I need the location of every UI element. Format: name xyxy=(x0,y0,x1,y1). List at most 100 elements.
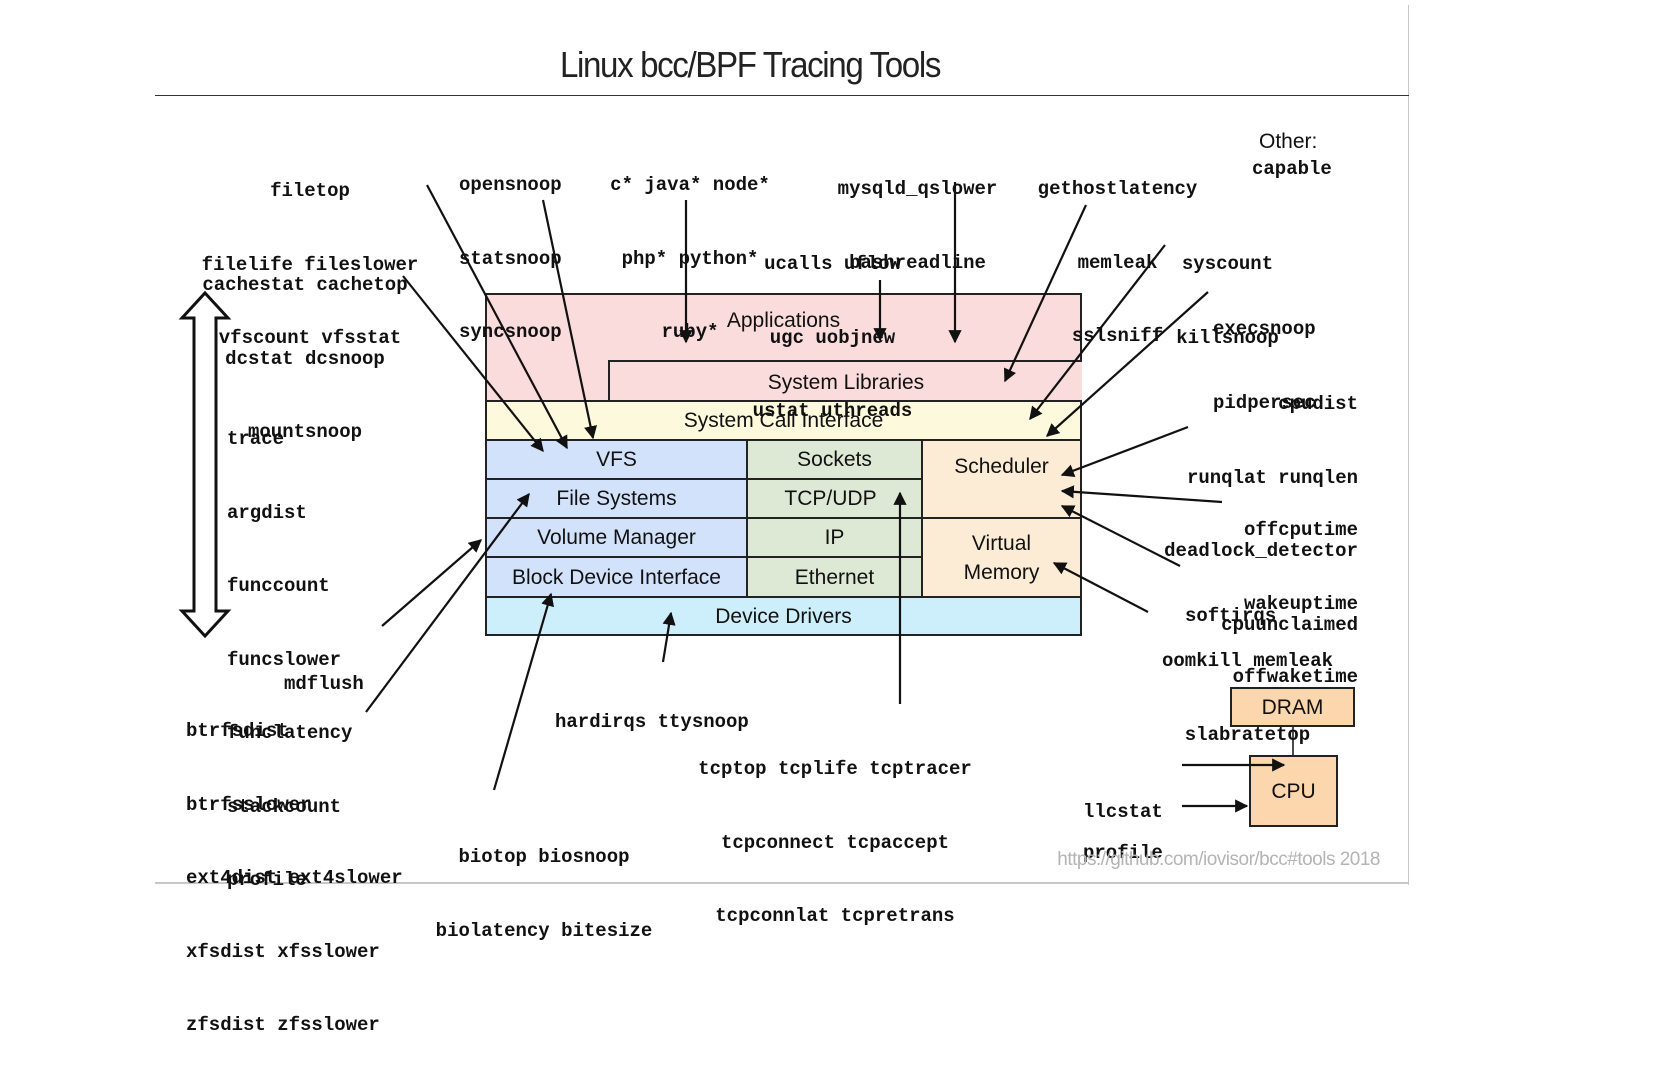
slide-border-bottom xyxy=(155,882,1409,884)
tool-label: funclatency xyxy=(227,722,353,744)
layer-device-drivers: Device Drivers xyxy=(485,596,1082,636)
tool-label: funccount xyxy=(227,575,330,597)
layer-tcp-udp: TCP/UDP xyxy=(746,478,923,519)
layer-ethernet-label: Ethernet xyxy=(794,565,875,589)
tool-group-cache: cachestat cachetop dcstat dcsnoop mounts… xyxy=(180,224,430,494)
layer-system-libraries-label: System Libraries xyxy=(767,370,925,394)
layer-block-device-interface: Block Device Interface xyxy=(485,556,748,598)
tool-label: pidpersec xyxy=(1213,391,1316,414)
tool-group-cpu-profile: profile xyxy=(1083,792,1163,915)
tool-label: statsnoop xyxy=(459,247,562,270)
tool-label: filelife fileslower xyxy=(201,253,419,276)
tool-group-snoop: opensnoop statsnoop syncsnoop xyxy=(459,124,562,394)
tool-label: php* python* xyxy=(621,247,759,270)
tool-label: opensnoop xyxy=(459,174,562,196)
slide-border-right xyxy=(1408,5,1409,885)
tool-label: vfscount vfsstat xyxy=(218,327,402,349)
tool-group-mysql: mysqld_qslower bashreadline xyxy=(825,128,1010,324)
tool-label: mountsnoop xyxy=(247,421,363,443)
tool-label: zfsdist zfsslower xyxy=(186,1014,380,1036)
tool-label: ustat uthreads xyxy=(752,400,913,422)
arrow-mdflush-to-volume xyxy=(381,539,482,627)
tool-label: cpudist xyxy=(1278,393,1358,415)
tool-label: filetop xyxy=(270,180,350,202)
layer-volume-manager: Volume Manager xyxy=(485,517,748,558)
tool-group-exec: execsnoop pidpersec xyxy=(1213,268,1316,464)
footer-source: https://github.com/iovisor/bcc#tools 201… xyxy=(1057,849,1380,870)
layer-scheduler-label: Scheduler xyxy=(954,455,1049,478)
layer-ip-label: IP xyxy=(824,526,845,549)
layer-sockets-label: Sockets xyxy=(797,448,872,471)
tool-label: mysqld_qslower xyxy=(837,178,998,200)
layer-virtual-memory: Virtual Memory xyxy=(921,517,1082,598)
page-title: Linux bcc/BPF Tracing Tools xyxy=(559,44,941,85)
tool-label: ucalls uflow xyxy=(764,253,901,275)
tool-label: offwaketime xyxy=(1232,666,1358,688)
tool-group-languages: c* java* node* php* python* ruby* xyxy=(595,124,785,394)
tool-group-offcpu: offcputime wakeuptime offwaketime xyxy=(1200,469,1358,739)
layer-system-libraries: System Libraries xyxy=(608,360,1082,402)
tool-label: dcstat dcsnoop xyxy=(225,347,385,370)
tool-label: profile xyxy=(227,869,307,891)
tool-label: bashreadline xyxy=(849,251,986,274)
tool-label: ext4dist ext4slower xyxy=(186,867,403,889)
title-divider xyxy=(155,95,1409,96)
tool-label: btrfsdist xyxy=(186,720,289,742)
tool-label: mdflush xyxy=(284,673,364,695)
tool-label: c* java* node* xyxy=(610,174,770,196)
layer-volume-manager-label: Volume Manager xyxy=(537,526,696,549)
layer-scheduler: Scheduler xyxy=(921,439,1082,519)
layer-file-systems: File Systems xyxy=(485,478,748,519)
tool-label: llcstat xyxy=(1083,801,1163,823)
hw-cpu: CPU xyxy=(1249,755,1338,827)
tool-label: offcputime xyxy=(1243,519,1358,541)
tool-label: ugc uobjnew xyxy=(769,326,896,349)
layer-tcp-udp-label: TCP/UDP xyxy=(784,487,877,510)
tool-label: gethostlatency xyxy=(1037,178,1198,200)
tool-label: deadlock_detector xyxy=(1164,540,1358,562)
layer-virtual-memory-label-1: Virtual xyxy=(971,531,1032,555)
tool-label: profile xyxy=(1083,842,1163,864)
tool-label: syncsnoop xyxy=(459,321,562,343)
hw-dram: DRAM xyxy=(1230,687,1355,727)
layer-ip: IP xyxy=(746,517,923,558)
tool-label: slabratetop xyxy=(1184,723,1311,746)
layer-file-systems-label: File Systems xyxy=(556,487,677,510)
hw-cpu-label: CPU xyxy=(1271,779,1316,803)
tool-label: biotop biosnoop xyxy=(458,846,630,868)
layer-device-drivers-label: Device Drivers xyxy=(715,604,852,628)
other-tools: capable xyxy=(1252,158,1332,180)
tool-group-filesystems: btrfsdist btrfsslower ext4dist ext4slowe… xyxy=(186,670,403,1087)
tool-label: tcpconnlat tcpretrans xyxy=(715,905,955,927)
tool-label: cachestat cachetop xyxy=(202,274,408,296)
tool-label: softirqs xyxy=(1185,605,1277,627)
tool-label: argdist xyxy=(227,501,307,524)
other-label: Other: xyxy=(1259,130,1318,153)
tool-label: stackcount xyxy=(227,795,342,818)
tool-label: trace xyxy=(227,428,285,450)
tool-group-softirqs: softirqs xyxy=(1185,555,1276,678)
tool-group-file: filetop filelife fileslower vfscount vfs… xyxy=(180,130,440,400)
tool-label: syscount xyxy=(1181,253,1274,275)
tool-group-multi: trace argdist funccount funcslower funcl… xyxy=(227,378,352,942)
tool-label: funcslower xyxy=(227,648,342,671)
tool-label: btrfsslower xyxy=(186,793,312,816)
layer-vfs: VFS xyxy=(485,439,748,480)
tool-group-tcp: tcptop tcplife tcptracer tcpconnect tcpa… xyxy=(680,708,990,978)
tool-group-llc: llcstat xyxy=(1083,751,1163,874)
tool-group-irq: hardirqs ttysnoop xyxy=(555,661,749,784)
layer-system-call-interface-label: System Call Interface xyxy=(683,409,884,432)
tool-group-mdflush: mdflush xyxy=(284,623,364,746)
tool-group-block-io: biotop biosnoop biolatency bitesize xyxy=(420,796,668,992)
tool-label: oomkill memleak xyxy=(1161,650,1334,672)
tool-label: runqlat runqlen xyxy=(1186,466,1358,489)
layer-ethernet: Ethernet xyxy=(746,556,923,598)
layer-block-device-interface-label: Block Device Interface xyxy=(512,565,721,589)
tool-label: xfsdist xfsslower xyxy=(186,940,380,963)
layer-vfs-label: VFS xyxy=(596,448,637,471)
tool-label: cpuunclaimed xyxy=(1221,613,1358,636)
hw-dram-label: DRAM xyxy=(1261,695,1324,719)
tool-label: tcptop tcplife tcptracer xyxy=(698,758,972,780)
tool-group-cpu: cpudist runqlat runqlen deadlock_detecto… xyxy=(1140,343,1358,686)
tool-label: execsnoop xyxy=(1213,318,1316,340)
